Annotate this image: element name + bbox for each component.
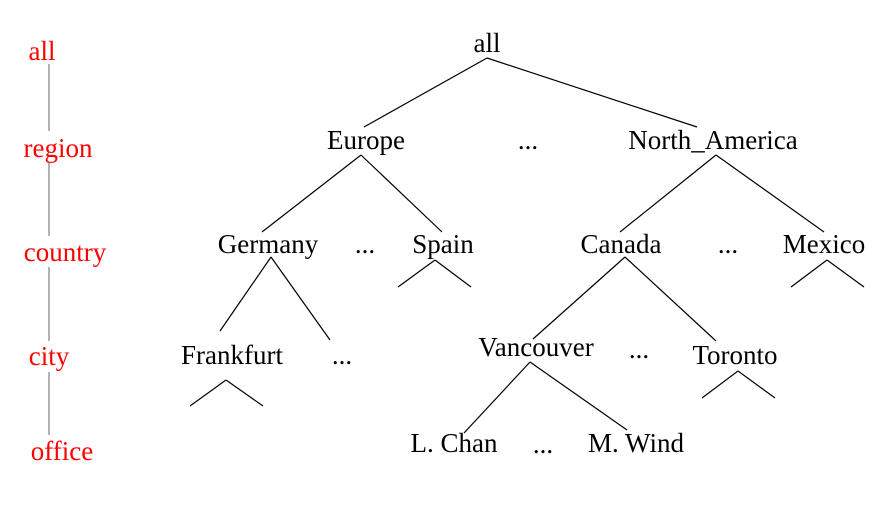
node-mexico: Mexico (783, 229, 865, 259)
node-spain: Spain (412, 229, 474, 259)
edge-toronto-stub-left (701, 370, 739, 399)
edge-europe-spain (360, 154, 443, 233)
node-all: all (474, 28, 501, 58)
edge-all-north-america (486, 57, 698, 128)
edge-vancouver-m-wind (529, 361, 628, 431)
node-vancouver-ellipsis: ... (533, 429, 553, 459)
node-germany: Germany (218, 229, 319, 259)
edge-toronto-stub-right (737, 370, 776, 399)
node-canada: Canada (581, 229, 662, 259)
edge-frankfurt-stub-right (225, 379, 264, 407)
edge-germany-more (270, 256, 331, 341)
node-l-chan: L. Chan (411, 428, 498, 458)
edge-europe-germany (261, 154, 362, 233)
node-m-wind: M. Wind (588, 428, 684, 458)
node-north-america-ellipsis: ... (718, 229, 738, 259)
node-vancouver: Vancouver (478, 332, 593, 362)
node-north-america: North_America (628, 125, 797, 155)
edge-canada-toronto (624, 256, 717, 342)
edge-north-america-mexico (715, 154, 825, 233)
level-label-country: country (24, 237, 107, 267)
node-canada-ellipsis: ... (629, 334, 649, 364)
level-label-office: office (31, 436, 93, 466)
tree-edges (189, 57, 865, 434)
level-label-region: region (24, 133, 93, 163)
edge-spain-stub-left (397, 259, 436, 288)
edge-frankfurt-stub-left (189, 379, 227, 407)
node-europe-ellipsis: ... (355, 229, 375, 259)
edge-canada-vancouver (532, 256, 626, 340)
edge-spain-stub-right (434, 259, 472, 288)
tree-nodes: all Europe ... North_America Germany ...… (181, 28, 865, 459)
edge-north-america-canada (619, 154, 717, 233)
level-label-all: all (29, 36, 56, 66)
edge-mexico-stub-right (826, 259, 865, 288)
level-axis: all region country city office (24, 36, 107, 466)
node-region-ellipsis: ... (518, 125, 538, 155)
level-label-city: city (29, 341, 70, 371)
edge-germany-frankfurt (219, 256, 272, 332)
node-germany-ellipsis: ... (332, 340, 352, 370)
edge-vancouver-l-chan (463, 361, 531, 434)
edge-mexico-stub-left (790, 259, 828, 288)
node-toronto: Toronto (692, 340, 777, 370)
node-frankfurt: Frankfurt (181, 340, 283, 370)
edge-all-europe (363, 57, 488, 128)
node-europe: Europe (327, 125, 405, 155)
